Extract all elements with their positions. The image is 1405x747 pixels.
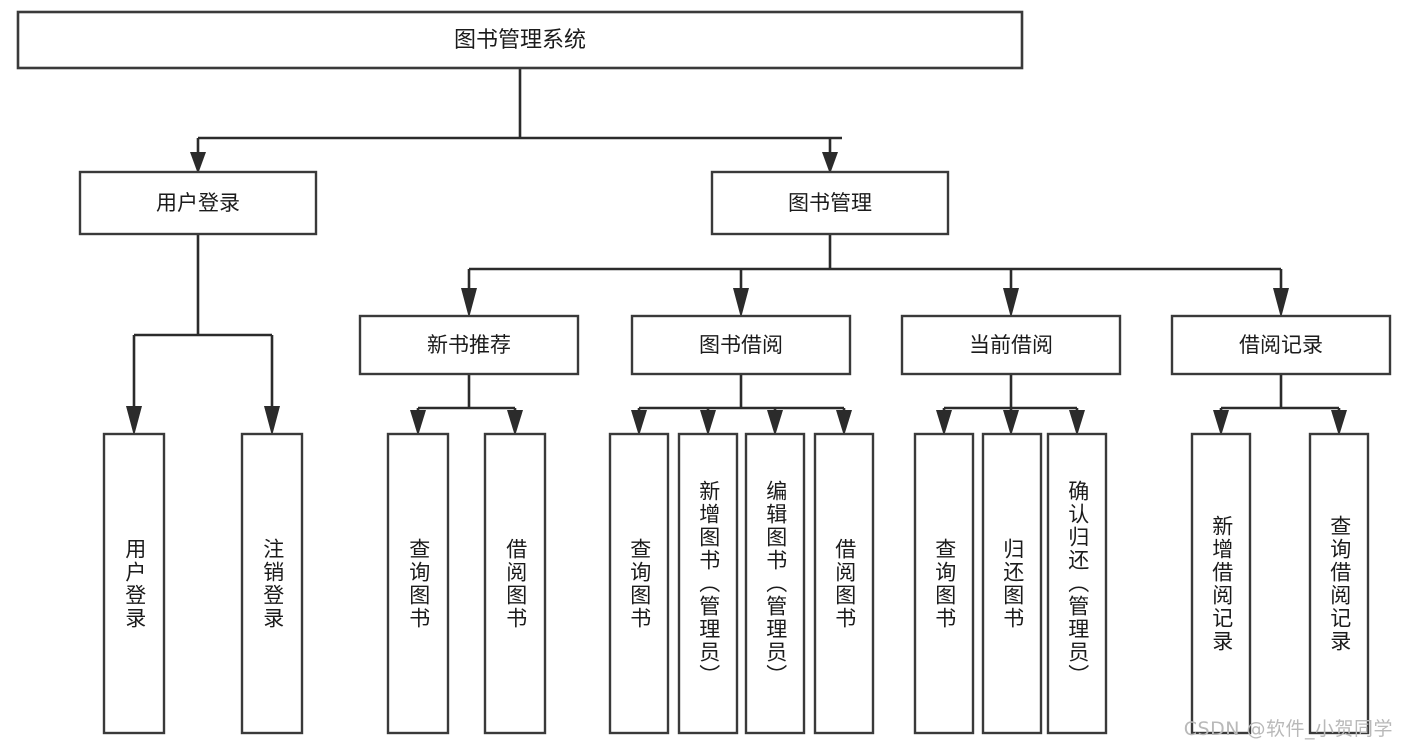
node-leaf-user-logout-rect[interactable] bbox=[240, 432, 304, 735]
arrow-head-leaf-borrow-book-1 bbox=[507, 410, 523, 436]
node-root-label: 图书管理系统 bbox=[454, 28, 586, 53]
node-borrow-record-rect[interactable] bbox=[1170, 314, 1392, 376]
node-leaf-user-login-rect[interactable] bbox=[102, 432, 166, 735]
node-current-borrow-label: 当前借阅 bbox=[969, 333, 1053, 357]
arrow-head-leaf-user-logout bbox=[264, 406, 280, 436]
arrow-head-leaf-query-book-2 bbox=[631, 410, 647, 436]
arrow-head-leaf-edit-book bbox=[767, 410, 783, 436]
node-book-manage-rect[interactable] bbox=[710, 170, 950, 236]
node-leaf-add-book-rect[interactable] bbox=[677, 432, 739, 735]
arrow-head-current-borrow bbox=[1003, 288, 1019, 318]
node-leaf-return-book-rect[interactable] bbox=[981, 432, 1043, 735]
node-leaf-query-borrow-record-rect[interactable] bbox=[1308, 432, 1370, 735]
arrow-head-leaf-user-login bbox=[126, 406, 142, 436]
arrow-head-user-login bbox=[190, 152, 206, 174]
node-root-rect[interactable] bbox=[16, 10, 1024, 70]
node-leaf-add-borrow-record-rect[interactable] bbox=[1190, 432, 1252, 735]
node-current-borrow[interactable]: 当前借阅 bbox=[900, 314, 1122, 376]
arrow-head-leaf-query-borrow-record bbox=[1331, 410, 1347, 436]
node-leaf-edit-book-rect[interactable] bbox=[744, 432, 806, 735]
node-user-login-label: 用户登录 bbox=[156, 191, 240, 215]
leaf-node-layer bbox=[102, 432, 1370, 735]
node-book-borrow[interactable]: 图书借阅 bbox=[630, 314, 852, 376]
connector-layer bbox=[126, 68, 1347, 436]
node-book-manage[interactable]: 图书管理 bbox=[710, 170, 950, 236]
arrow-head-leaf-confirm-return bbox=[1069, 410, 1085, 436]
node-leaf-confirm-return-rect[interactable] bbox=[1046, 432, 1108, 735]
arrow-head-leaf-borrow-book-2 bbox=[836, 410, 852, 436]
node-borrow-record-label: 借阅记录 bbox=[1239, 333, 1323, 357]
watermark-text: CSDN @软件_小贺同学 bbox=[1183, 718, 1393, 740]
node-current-borrow-rect[interactable] bbox=[900, 314, 1122, 376]
node-user-login[interactable]: 用户登录 bbox=[78, 170, 318, 236]
node-new-book-recommend-label: 新书推荐 bbox=[427, 333, 511, 357]
node-user-login-rect[interactable] bbox=[78, 170, 318, 236]
node-borrow-record[interactable]: 借阅记录 bbox=[1170, 314, 1392, 376]
node-leaf-query-book-2-rect[interactable] bbox=[608, 432, 670, 735]
node-leaf-borrow-book-2-rect[interactable] bbox=[813, 432, 875, 735]
node-root[interactable]: 图书管理系统 bbox=[16, 10, 1024, 70]
arrow-head-leaf-add-borrow-record bbox=[1213, 410, 1229, 436]
arrow-head-leaf-query-book-1 bbox=[410, 410, 426, 436]
node-new-book-recommend-rect[interactable] bbox=[358, 314, 580, 376]
arrow-head-leaf-query-book-3 bbox=[936, 410, 952, 436]
arrow-head-book-manage bbox=[822, 152, 838, 174]
node-leaf-query-book-3-rect[interactable] bbox=[913, 432, 975, 735]
arrow-head-leaf-add-book bbox=[700, 410, 716, 436]
node-new-book-recommend[interactable]: 新书推荐 bbox=[358, 314, 580, 376]
node-leaf-borrow-book-1-rect[interactable] bbox=[483, 432, 547, 735]
arrow-head-book-borrow bbox=[733, 288, 749, 318]
node-leaf-query-book-1-rect[interactable] bbox=[386, 432, 450, 735]
node-book-manage-label: 图书管理 bbox=[788, 191, 872, 215]
arrow-head-leaf-return-book bbox=[1003, 410, 1019, 436]
node-book-borrow-label: 图书借阅 bbox=[699, 333, 783, 357]
node-book-borrow-rect[interactable] bbox=[630, 314, 852, 376]
arrow-head-borrow-record bbox=[1273, 288, 1289, 318]
arrow-head-new-book-recommend bbox=[461, 288, 477, 318]
